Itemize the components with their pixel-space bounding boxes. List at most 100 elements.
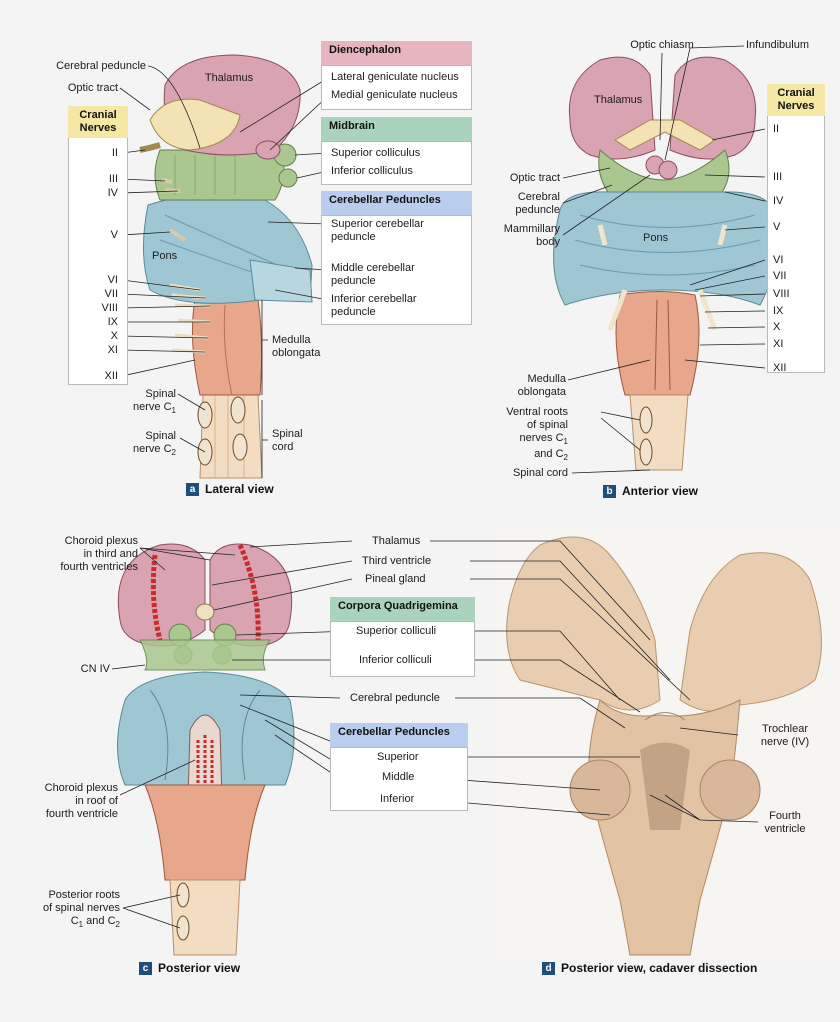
panel-a-title: a Lateral view: [186, 482, 274, 496]
cranial-nerves-box-a: [68, 106, 128, 385]
label-superior-colliculus: Superior colliculus: [331, 147, 421, 159]
label-thalamus-c: Thalamus: [372, 535, 421, 547]
ventral-sub1: 1: [563, 437, 568, 447]
cranial-nerve-b-item: VII: [773, 270, 787, 282]
label-optic-tract-b: Optic tract: [509, 172, 560, 184]
label-lateral-geniculate: Lateral geniculate nucleus: [331, 71, 459, 83]
label-fourth-ventricle: Fourth ventricle: [764, 810, 806, 835]
posterior-sub2: 2: [115, 920, 120, 930]
label-spinal-nerve-c2-a: Spinal nerve C2: [90, 430, 176, 459]
cranial-nerve-b-item: XI: [773, 338, 784, 350]
key-cerebellar-box-a: [321, 215, 472, 325]
cranial-nerve-a-item: V: [110, 229, 118, 241]
spinal-c2-text-a: Spinal nerve C: [133, 430, 176, 455]
label-infundibulum: Infundibulum: [746, 39, 809, 51]
cranial-nerve-a-item: II: [111, 147, 118, 159]
label-optic-chiasm: Optic chiasm: [630, 39, 694, 51]
label-inferior-peduncle: Inferior: [380, 793, 415, 805]
cranial-nerve-a-item: XI: [107, 344, 118, 356]
panel-a-letter: a: [186, 483, 199, 496]
cranial-nerve-b-item: IV: [773, 195, 784, 207]
label-spinal-cord-a: Spinal cord: [272, 428, 303, 453]
posterior-and-text: and C: [83, 915, 116, 927]
label-superior-peduncle: Superior: [377, 751, 419, 763]
label-superior-colliculi: Superior colliculi: [356, 625, 437, 637]
cranial-nerve-a-item: IV: [107, 187, 118, 199]
cranial-nerve-b-item: XII: [773, 362, 787, 374]
spinal-c1-text-a: Spinal nerve C: [133, 388, 176, 413]
key-diencephalon-header: Diencephalon: [321, 41, 472, 65]
posterior-brainstem-drawing: [117, 543, 295, 956]
cranial-nerve-a-item: VII: [104, 288, 118, 300]
panel-a-title-text: Lateral view: [205, 482, 274, 496]
label-middle-peduncle: Middle: [382, 771, 415, 783]
label-inferior-cerebellar-peduncle: Inferior cerebellar peduncle: [331, 293, 417, 318]
cranial-nerve-a-item: IX: [107, 316, 118, 328]
cranial-nerve-b-item: III: [773, 171, 783, 183]
label-optic-tract-a: Optic tract: [67, 82, 118, 94]
label-superior-cerebellar-peduncle: Superior cerebellar peduncle: [331, 218, 424, 243]
panel-c-title-text: Posterior view: [158, 961, 241, 975]
cranial-nerve-b-item: II: [773, 123, 780, 135]
anterior-brainstem-drawing: [553, 56, 777, 471]
cranial-nerve-a-item: XII: [104, 370, 118, 382]
cranial-nerves-header-a: Cranial Nerves: [68, 106, 128, 138]
label-medial-geniculate: Medial geniculate nucleus: [331, 89, 458, 101]
key-cerebellar-header-a: Cerebellar Peduncles: [321, 191, 472, 215]
panel-b-letter: b: [603, 485, 616, 498]
cranial-nerve-a-item: VI: [107, 274, 118, 286]
label-spinal-nerve-c1-a: Spinal nerve C1: [90, 388, 176, 417]
cranial-nerve-a-item: III: [108, 173, 118, 185]
label-thalamus-b: Thalamus: [594, 94, 643, 106]
cranial-nerve-b-item: IX: [773, 305, 784, 317]
key-corpora-header: Corpora Quadrigemina: [330, 597, 475, 621]
panel-c-letter: c: [139, 962, 152, 975]
key-cerebellar-box-c: [330, 747, 468, 811]
cranial-nerves-box-b: [767, 84, 825, 373]
label-inferior-colliculus: Inferior colliculus: [331, 165, 413, 177]
spinal-c2-sub-a: 2: [171, 448, 176, 458]
label-posterior-roots: Posterior roots of spinal nerves C1 and …: [10, 889, 120, 931]
spinal-c1-sub-a: 1: [171, 406, 176, 416]
cranial-nerve-b-item: VIII: [773, 288, 790, 300]
key-midbrain-box: [321, 141, 472, 185]
key-midbrain-header: Midbrain: [321, 117, 472, 141]
label-cerebral-peduncle-a: Cerebral peduncle: [56, 60, 146, 72]
label-spinal-cord-b: Spinal cord: [512, 467, 568, 479]
label-pineal-gland: Pineal gland: [365, 573, 426, 585]
label-mammillary-body: Mammillary body: [503, 223, 560, 248]
cranial-nerves-header-b: Cranial Nerves: [767, 84, 825, 116]
label-choroid-plexus-roof: Choroid plexus in roof of fourth ventric…: [44, 782, 118, 820]
label-third-ventricle: Third ventricle: [362, 555, 432, 567]
ventral-sub2: 2: [563, 453, 568, 463]
panel-d-title-text: Posterior view, cadaver dissection: [561, 961, 758, 975]
posterior-roots-text: Posterior roots of spinal nerves C: [42, 889, 120, 927]
key-corpora-box: [330, 621, 475, 677]
label-cerebral-peduncle-b: Cerebral peduncle: [515, 191, 560, 216]
label-cerebral-peduncle-c: Cerebral peduncle: [350, 692, 440, 704]
panel-d-letter: d: [542, 962, 555, 975]
posterior-sub1: 1: [78, 920, 84, 930]
ventral-roots-text: Ventral roots of spinal nerves C: [506, 406, 568, 444]
panel-d-title: d Posterior view, cadaver dissection: [542, 961, 757, 975]
label-cn-iv: CN IV: [80, 663, 110, 675]
key-diencephalon-box: [321, 65, 472, 110]
panel-c-title: c Posterior view: [139, 961, 240, 975]
cranial-nerve-b-item: V: [773, 221, 781, 233]
cranial-nerve-a-item: X: [110, 330, 118, 342]
key-cerebellar-header-c: Cerebellar Peduncles: [330, 723, 468, 747]
label-pons-b: Pons: [643, 232, 669, 244]
cranial-nerve-a-item: VIII: [101, 302, 118, 314]
label-trochlear-nerve: Trochlear nerve (IV): [760, 723, 810, 748]
label-medulla-b: Medulla oblongata: [517, 373, 566, 398]
label-middle-cerebellar-peduncle: Middle cerebellar peduncle: [331, 262, 415, 287]
label-choroid-plexus-third: Choroid plexus in third and fourth ventr…: [60, 535, 138, 573]
label-inferior-colliculi: Inferior colliculi: [359, 654, 432, 666]
ventral-and-text: and C: [534, 448, 564, 461]
cranial-nerve-b-item: X: [773, 321, 781, 333]
cranial-nerve-b-item: VI: [773, 254, 784, 266]
